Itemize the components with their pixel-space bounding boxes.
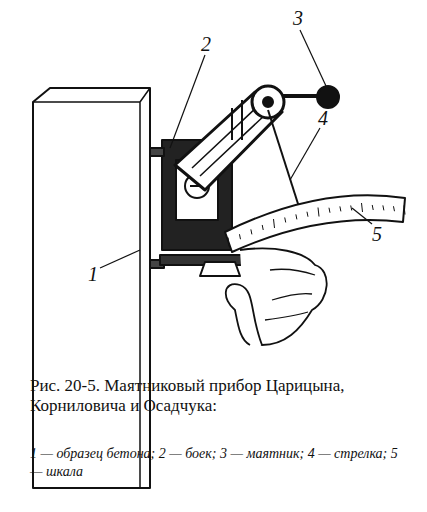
scale-tick — [251, 229, 252, 234]
scale-tick — [329, 208, 330, 213]
figure-caption: Рис. 20-5. Маятниковый прибор Царицына, … — [30, 376, 390, 417]
scale-tick — [393, 206, 394, 211]
scale-tick — [285, 217, 286, 222]
scale-tick — [372, 205, 373, 210]
scale-tick — [239, 234, 240, 239]
scale-tick — [404, 206, 405, 215]
callout-number: 4 — [318, 108, 328, 128]
scale — [225, 195, 405, 252]
striker — [150, 148, 164, 156]
callout-number: 3 — [293, 8, 303, 28]
legend-key: 1 — образец бетона; 2 — боек; 3 — маятни… — [30, 445, 400, 480]
concrete-sample — [33, 88, 150, 488]
scale-tick — [228, 238, 229, 247]
scale-tick — [340, 206, 341, 211]
pointer — [268, 110, 300, 210]
scale-tick — [351, 205, 352, 210]
scale-tick — [307, 212, 308, 217]
callout-number: 5 — [372, 224, 382, 244]
callout-number: 2 — [201, 34, 211, 54]
callout-number: 1 — [88, 264, 98, 284]
scale-tick — [274, 219, 275, 228]
scale-tick — [296, 214, 297, 219]
pendulum-rod — [282, 94, 318, 98]
scale-tick — [318, 208, 319, 217]
pendulum-arm — [175, 92, 282, 190]
scale-tick — [383, 205, 384, 210]
scale-tick — [362, 203, 363, 212]
scale-tick — [262, 225, 263, 230]
